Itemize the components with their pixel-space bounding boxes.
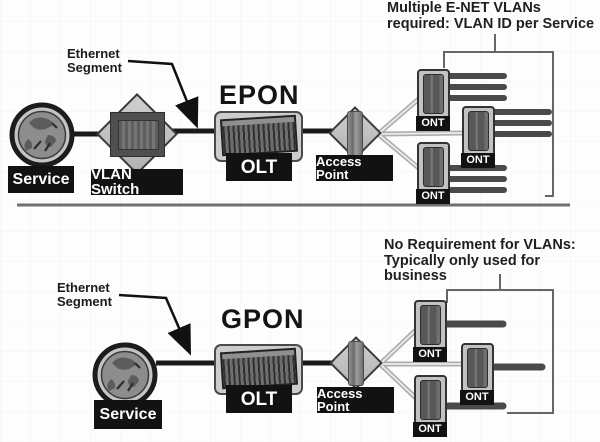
gpon-service-bars	[443, 320, 546, 410]
gpon-ont-2-label: ONT	[460, 390, 494, 405]
gpon-service-label: Service	[94, 400, 162, 429]
epon-access-point-label: Access Point	[316, 155, 393, 181]
epon-ont-3-label: ONT	[416, 189, 450, 204]
gpon-olt-chassis-icon	[219, 347, 299, 390]
gpon-ont-1-icon	[414, 300, 447, 350]
gpon-olt-label: OLT	[226, 385, 292, 413]
gpon-annotation: No Requirement for VLANs: Typically only…	[384, 237, 600, 285]
gpon-annotation-line2: Typically only used for business	[384, 252, 541, 284]
gpon-ethernet-segment-line2: Segment	[57, 294, 112, 309]
gpon-ont-3-icon	[414, 375, 447, 425]
gpon-access-point-label: Access Point	[317, 387, 394, 413]
epon-olt-label: OLT	[226, 153, 292, 181]
gpon-ont-2-icon	[461, 343, 494, 393]
epon-ethernet-segment-line1: Ethernet	[67, 46, 120, 61]
epon-annotation-bracket	[443, 34, 554, 197]
epon-service-bars	[447, 73, 552, 193]
epon-annotation: Multiple E-NET VLANs required: VLAN ID p…	[387, 0, 595, 32]
epon-ont-2-icon	[462, 106, 495, 156]
epon-fiber-fanout	[376, 95, 464, 172]
gpon-fiber-fanout	[378, 326, 462, 402]
epon-ethernet-segment-line2: Segment	[67, 60, 122, 75]
epon-ethernet-segment-label: Ethernet Segment	[67, 47, 122, 75]
epon-ont-1-icon	[417, 69, 450, 119]
epon-ont-1-label: ONT	[416, 116, 450, 131]
epon-ethernet-callout-arrow	[127, 59, 199, 129]
gpon-ont-3-label: ONT	[413, 422, 447, 437]
vlan-switch-label: VLAN Switch	[91, 167, 183, 197]
epon-title: EPON	[219, 80, 300, 110]
epon-splitter-icon	[347, 111, 363, 156]
service-globe-icon	[9, 102, 75, 168]
epon-service-label: Service	[8, 166, 74, 193]
gpon-title: GPON	[221, 304, 305, 334]
epon-ont-2-label: ONT	[461, 153, 495, 168]
epon-ont-3-icon	[417, 142, 450, 192]
gpon-ont-1-label: ONT	[413, 347, 447, 362]
gpon-annotation-bracket	[446, 274, 554, 414]
gpon-splitter-icon	[348, 341, 364, 386]
service-globe-icon	[92, 342, 158, 408]
epon-annotation-line1: Multiple E-NET VLANs	[387, 0, 541, 16]
vlan-switch-device-icon	[110, 112, 165, 157]
gpon-annotation-line1: No Requirement for VLANs:	[384, 237, 576, 253]
gpon-ethernet-segment-line1: Ethernet	[57, 280, 110, 295]
epon-annotation-line2: required: VLAN ID per Service	[387, 15, 595, 32]
gpon-ethernet-segment-label: Ethernet Segment	[57, 281, 112, 309]
epon-olt-chassis-icon	[219, 114, 299, 157]
gpon-ethernet-callout-arrow	[118, 293, 191, 356]
